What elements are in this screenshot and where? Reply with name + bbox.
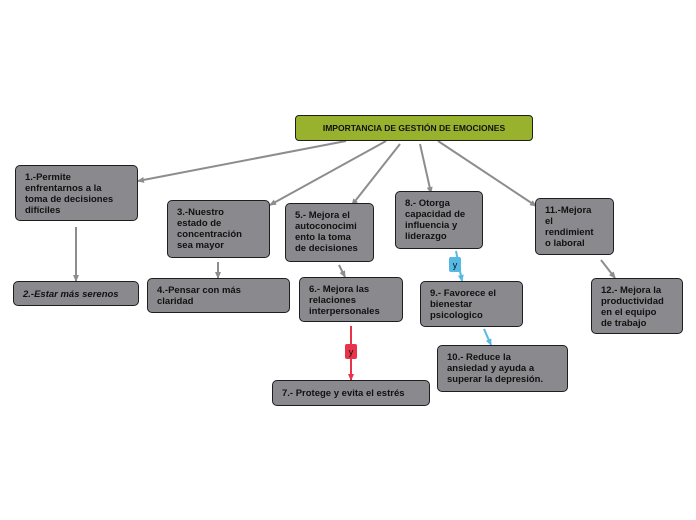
topic-n1[interactable]: 1.-Permite enfrentarnos a la toma de dec… bbox=[15, 165, 138, 221]
topic-n8[interactable]: 8.- Otorga capacidad de influencia y lid… bbox=[395, 191, 483, 249]
link-root-n3 bbox=[269, 140, 387, 206]
topic-n12[interactable]: 12.- Mejora la productividad en el equip… bbox=[591, 278, 683, 334]
topic-n9[interactable]: 9.- Favorece el bienestar psicologico bbox=[420, 281, 523, 327]
link-root-n5 bbox=[351, 143, 401, 206]
link-root-n8 bbox=[419, 143, 433, 194]
link-root-n1 bbox=[137, 140, 347, 183]
topic-n6[interactable]: 6.- Mejora las relaciones interpersonale… bbox=[299, 277, 403, 322]
link-n9-n10 bbox=[483, 328, 492, 346]
link-root-n11 bbox=[437, 140, 537, 207]
link-n5-n6 bbox=[338, 264, 346, 278]
topic-n4[interactable]: 4.-Pensar con más claridad bbox=[147, 278, 290, 313]
topic-n7[interactable]: 7.- Protege y evita el estrés bbox=[272, 380, 430, 406]
topic-n10[interactable]: 10.- Reduce la ansiedad y ayuda a supera… bbox=[437, 345, 568, 392]
topic-n2[interactable]: 2.-Estar más serenos bbox=[13, 281, 139, 306]
link-n11-n12 bbox=[600, 259, 616, 279]
connector-y-red: y bbox=[345, 344, 357, 359]
topic-n3[interactable]: 3.-Nuestro estado de concentración sea m… bbox=[167, 200, 270, 258]
topic-n11[interactable]: 11.-Mejora el rendimient o laboral bbox=[535, 198, 614, 255]
root-topic[interactable]: IMPORTANCIA DE GESTIÓN DE EMOCIONES bbox=[295, 115, 533, 141]
topic-n5[interactable]: 5.- Mejora el autoconocimi ento la toma … bbox=[285, 203, 374, 262]
connector-y-blue: y bbox=[449, 257, 461, 272]
